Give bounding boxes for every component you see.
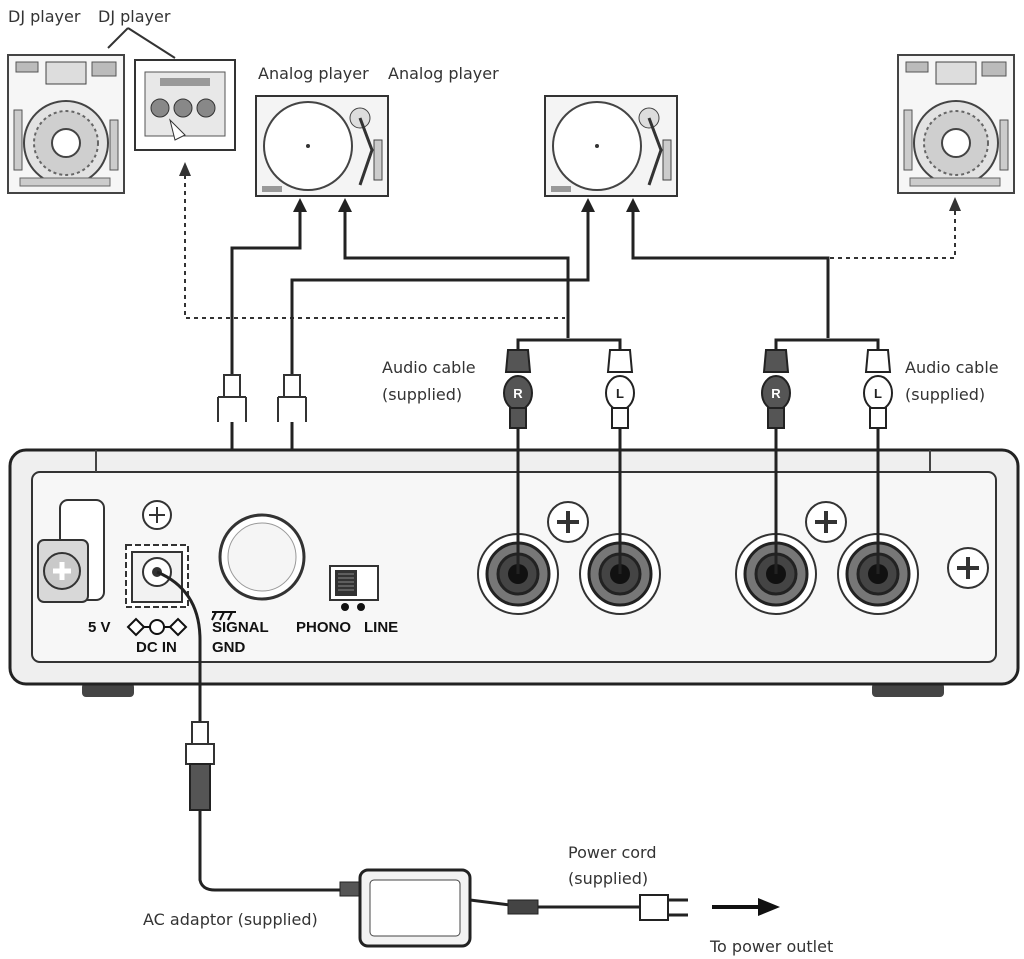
rca-plug-right-r: R	[761, 349, 791, 429]
rca-plug-right-l: L	[863, 349, 893, 429]
dotted-cable-right	[830, 210, 956, 259]
ac-adaptor	[358, 868, 472, 948]
audio-cable-left-upper	[343, 210, 570, 338]
audio-cable-right-arrow	[626, 198, 640, 212]
signal-gnd-terminal	[218, 513, 306, 601]
ground-wire-2	[290, 210, 590, 378]
plug-letter-l: L	[616, 386, 624, 401]
gnd-label: GND	[212, 639, 246, 656]
rca-plug-left-l: L	[605, 349, 635, 429]
dotted-cable-right-arrow	[949, 197, 961, 211]
rca-plug-left-r: R	[503, 349, 533, 429]
voltage-label: 5 V	[88, 619, 111, 636]
analog-player-label-2: Analog player	[388, 64, 499, 83]
polarity-icon	[126, 617, 188, 637]
analog-player-2	[544, 95, 678, 197]
dj-player-rear-inset	[134, 59, 236, 151]
ac-adaptor-label: AC adaptor (supplied)	[143, 910, 318, 929]
dj-player-right	[897, 54, 1015, 194]
dc-in-jack	[125, 544, 189, 608]
audio-cable-label-left-1: Audio cable	[382, 358, 476, 377]
audio-cable-right-upper	[631, 210, 830, 338]
audio-cable-label-left-2: (supplied)	[382, 385, 462, 404]
audio-cable-label-right-1: Audio cable	[905, 358, 999, 377]
power-cord-label-1: Power cord	[568, 843, 657, 862]
dj-player-label-1: DJ player	[8, 7, 81, 26]
dc-plug	[185, 721, 215, 811]
phono-label: PHONO	[296, 619, 351, 636]
audio-cable-left-arrow	[338, 198, 352, 212]
dj-player-label-2: DJ player	[98, 7, 171, 26]
dc-in-label: DC IN	[136, 639, 177, 656]
power-cord	[469, 894, 688, 921]
spade-lug-1	[217, 374, 247, 422]
dotted-cable-left-arrow	[179, 162, 191, 176]
line-label: LINE	[364, 619, 398, 636]
phono-line-switch	[329, 565, 379, 611]
ground-wire-1-arrow	[293, 198, 307, 212]
dj-player-left	[7, 54, 125, 194]
screw-3	[805, 501, 847, 543]
audio-cable-label-right-2: (supplied)	[905, 385, 985, 404]
dj-player-pointer	[107, 27, 176, 59]
kensington-slot	[37, 499, 105, 603]
screw-2	[547, 501, 589, 543]
spade-lug-2	[277, 374, 307, 422]
audio-cable-left-split	[516, 338, 622, 350]
plug-letter-l-2: L	[874, 386, 882, 401]
adaptor-cable	[198, 810, 350, 892]
screw-4	[947, 547, 989, 589]
ground-symbol-icon	[211, 611, 236, 621]
signal-label: SIGNAL	[212, 619, 269, 636]
plug-letter-r-2: R	[771, 386, 781, 401]
ground-wire-1	[230, 210, 302, 378]
audio-cable-right-split	[774, 338, 880, 350]
screw-1	[142, 500, 172, 530]
to-outlet-arrowhead	[758, 898, 780, 916]
dc-cable	[156, 570, 202, 730]
analog-player-label-1: Analog player	[258, 64, 369, 83]
plug-letter-r: R	[513, 386, 523, 401]
ground-wire-2-arrow	[581, 198, 595, 212]
power-cord-label-2: (supplied)	[568, 869, 648, 888]
analog-player-1	[255, 95, 389, 197]
to-power-outlet-label: To power outlet	[709, 937, 833, 956]
